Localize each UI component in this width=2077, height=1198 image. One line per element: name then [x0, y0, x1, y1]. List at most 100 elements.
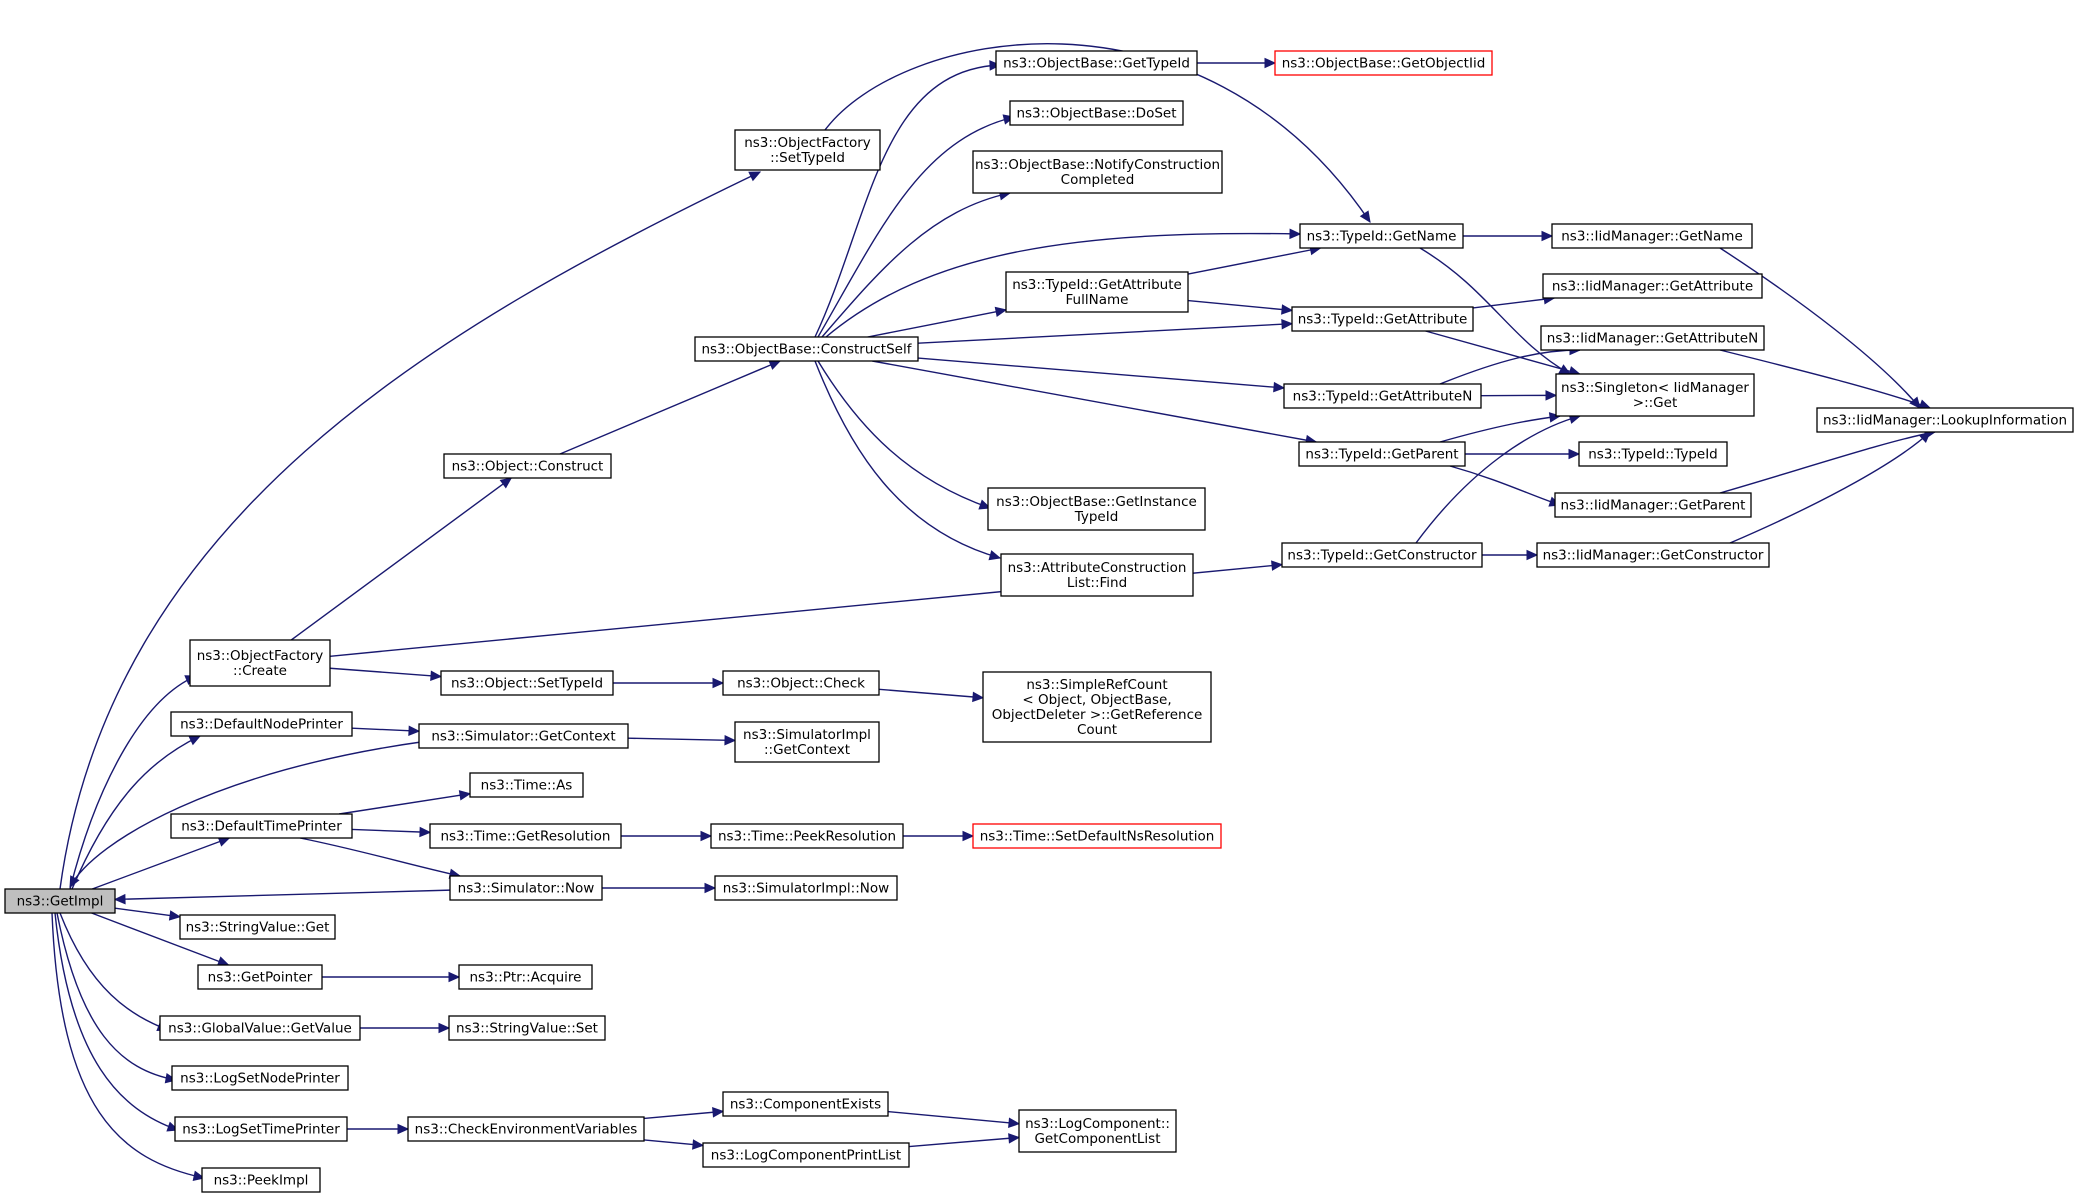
edge-line	[91, 837, 230, 890]
edge-line	[59, 171, 761, 890]
node-ob-get-object-iid[interactable]: ns3::ObjectBase::GetObjectIid	[1274, 50, 1493, 76]
edge-log-set-time-printer-to-check-env-vars	[347, 1123, 410, 1135]
node-sim-impl-get-context[interactable]: ns3::SimulatorImpl::GetContext	[734, 721, 880, 763]
node-label: ns3::PeekImpl	[214, 1173, 309, 1189]
node-component-exists[interactable]: ns3::ComponentExists	[722, 1091, 889, 1117]
node-label: >::Get	[1633, 395, 1677, 411]
node-object-check[interactable]: ns3::Object::Check	[722, 670, 880, 696]
node-label: ns3::SimulatorImpl::Now	[723, 881, 889, 897]
node-box	[197, 964, 323, 990]
node-box	[1299, 223, 1464, 249]
node-default-node-printer[interactable]: ns3::DefaultNodePrinter	[170, 711, 353, 737]
node-type-id-get-name[interactable]: ns3::TypeId::GetName	[1299, 223, 1464, 249]
edge-arrowhead	[724, 734, 737, 746]
edge-line	[825, 232, 1301, 338]
node-iid-manager-get-name[interactable]: ns3::IidManager::GetName	[1551, 223, 1753, 249]
node-string-value-set[interactable]: ns3::StringValue::Set	[448, 1015, 606, 1041]
node-time-get-resolution[interactable]: ns3::Time::GetResolution	[429, 823, 622, 849]
node-label: TypeId	[1074, 509, 1119, 525]
edge-arrowhead	[1359, 210, 1371, 224]
node-box	[159, 1015, 361, 1041]
node-box	[189, 639, 331, 687]
node-ob-get-type-id[interactable]: ns3::ObjectBase::GetTypeId	[995, 50, 1198, 76]
node-iid-manager-get-attribute[interactable]: ns3::IidManager::GetAttribute	[1542, 273, 1763, 299]
node-label: GetComponentList	[1034, 1131, 1160, 1147]
node-type-id-get-attribute-n[interactable]: ns3::TypeId::GetAttributeN	[1283, 383, 1482, 409]
node-simple-ref-count-get-reference-count[interactable]: ns3::SimpleRefCount< Object, ObjectBase,…	[982, 671, 1212, 743]
node-box	[1540, 325, 1765, 351]
edge-arrowhead	[1008, 1133, 1021, 1144]
edge-line	[1187, 299, 1293, 312]
node-box	[1536, 542, 1770, 568]
node-log-component-get-component-list[interactable]: ns3::LogComponent::GetComponentList	[1018, 1109, 1177, 1153]
edge-get-impl-to-string-value-get	[114, 907, 182, 921]
node-iid-manager-lookup-information[interactable]: ns3::IidManager::LookupInformation	[1816, 407, 2074, 433]
node-type-id-get-constructor[interactable]: ns3::TypeId::GetConstructor	[1281, 542, 1483, 568]
node-label: ns3::GlobalValue::GetValue	[168, 1021, 352, 1037]
node-time-set-default-ns-resolution[interactable]: ns3::Time::SetDefaultNsResolution	[972, 823, 1222, 849]
node-get-impl[interactable]: ns3::GetImpl	[4, 888, 116, 914]
node-check-env-vars[interactable]: ns3::CheckEnvironmentVariables	[407, 1116, 645, 1142]
edge-arrowhead	[192, 1170, 206, 1181]
edge-arrowhead	[712, 1107, 725, 1118]
node-ptr-acquire[interactable]: ns3::Ptr::Acquire	[458, 964, 593, 990]
edge-check-env-vars-to-component-exists	[643, 1107, 725, 1120]
node-time-peek-resolution[interactable]: ns3::Time::PeekResolution	[710, 823, 904, 849]
node-label: ns3::GetImpl	[17, 894, 104, 910]
node-ob-notify-construction-completed[interactable]: ns3::ObjectBase::NotifyConstructionCompl…	[972, 150, 1223, 194]
edge-arrowhead	[499, 477, 513, 489]
edge-arrowhead	[458, 790, 472, 801]
node-iid-manager-get-attribute-n[interactable]: ns3::IidManager::GetAttributeN	[1540, 325, 1765, 351]
node-sim-now[interactable]: ns3::Simulator::Now	[449, 875, 603, 901]
node-log-component-print-list[interactable]: ns3::LogComponentPrintList	[702, 1142, 910, 1168]
node-label: ns3::TypeId::GetConstructor	[1287, 548, 1477, 564]
node-object-set-type-id[interactable]: ns3::Object::SetTypeId	[440, 670, 614, 696]
edge-of-create-to-object-set-type-id	[329, 667, 443, 682]
node-iid-manager-get-constructor[interactable]: ns3::IidManager::GetConstructor	[1536, 542, 1770, 568]
node-label: ns3::Time::SetDefaultNsResolution	[980, 829, 1215, 845]
node-type-id-get-parent[interactable]: ns3::TypeId::GetParent	[1298, 441, 1466, 467]
node-type-id-get-attribute[interactable]: ns3::TypeId::GetAttribute	[1291, 306, 1474, 332]
edge-ob-construct-self-to-type-id-get-attribute	[917, 318, 1294, 344]
node-singleton-get[interactable]: ns3::Singleton< IidManager>::Get	[1555, 373, 1755, 417]
node-label: ObjectDeleter >::GetReference	[992, 707, 1203, 723]
edge-line	[351, 828, 431, 834]
node-label: ns3::LogSetTimePrinter	[182, 1122, 340, 1138]
node-box	[1281, 542, 1483, 568]
node-type-id-type-id[interactable]: ns3::TypeId::TypeId	[1578, 441, 1728, 467]
edge-object-construct-to-ob-construct-self	[559, 360, 782, 455]
node-box	[982, 671, 1212, 743]
node-label: ns3::DefaultTimePrinter	[181, 819, 342, 835]
node-time-as[interactable]: ns3::Time::As	[469, 772, 584, 798]
node-label: ns3::Singleton< IidManager	[1561, 380, 1749, 396]
node-box	[407, 1116, 645, 1142]
edge-ob-construct-self-to-type-id-get-name	[825, 228, 1302, 338]
node-default-time-printer[interactable]: ns3::DefaultTimePrinter	[170, 813, 353, 839]
node-get-pointer[interactable]: ns3::GetPointer	[197, 964, 323, 990]
node-label: ns3::TypeId::GetName	[1307, 229, 1457, 245]
node-iid-manager-get-parent[interactable]: ns3::IidManager::GetParent	[1554, 492, 1752, 518]
node-of-create[interactable]: ns3::ObjectFactory::Create	[189, 639, 331, 687]
node-ob-do-set[interactable]: ns3::ObjectBase::DoSet	[1009, 100, 1184, 126]
node-of-set-type-id[interactable]: ns3::ObjectFactory::SetTypeId	[734, 129, 881, 171]
node-ob-construct-self[interactable]: ns3::ObjectBase::ConstructSelf	[694, 336, 919, 362]
node-log-set-time-printer[interactable]: ns3::LogSetTimePrinter	[174, 1116, 348, 1142]
node-peek-impl[interactable]: ns3::PeekImpl	[201, 1167, 321, 1193]
edge-arrowhead	[1271, 560, 1284, 571]
node-box	[734, 129, 881, 171]
node-sim-get-context[interactable]: ns3::Simulator::GetContext	[418, 723, 629, 749]
edge-line	[824, 43, 1371, 223]
node-object-construct[interactable]: ns3::Object::Construct	[443, 453, 612, 479]
node-label: Count	[1077, 722, 1117, 738]
node-log-set-node-printer[interactable]: ns3::LogSetNodePrinter	[171, 1065, 349, 1091]
node-sim-impl-now[interactable]: ns3::SimulatorImpl::Now	[714, 875, 898, 901]
node-box	[418, 723, 629, 749]
edge-line	[821, 192, 1011, 338]
node-box	[722, 670, 880, 696]
node-string-value-get[interactable]: ns3::StringValue::Get	[179, 914, 336, 940]
edge-arrowhead	[1281, 318, 1294, 330]
node-gv-get-value[interactable]: ns3::GlobalValue::GetValue	[159, 1015, 361, 1041]
